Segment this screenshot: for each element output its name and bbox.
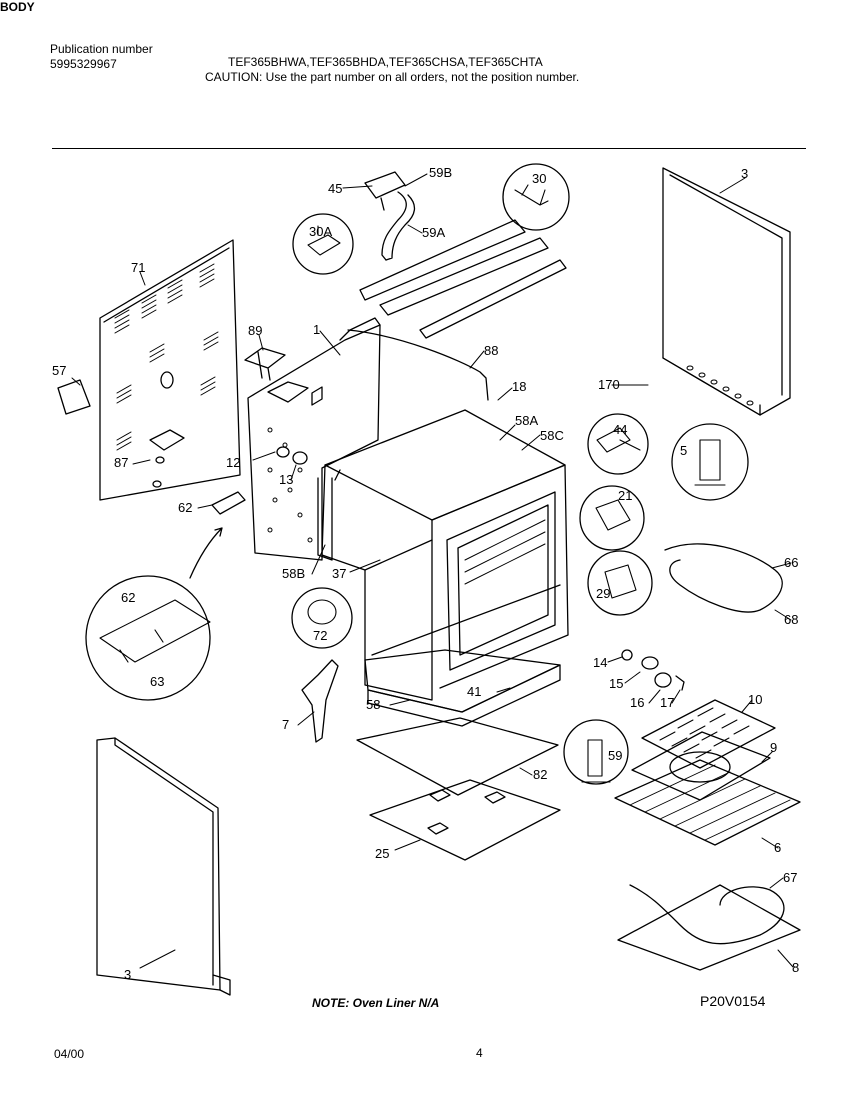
callout-170: 170 bbox=[598, 377, 620, 392]
callout-21: 21 bbox=[618, 488, 632, 503]
callout-13: 13 bbox=[279, 472, 293, 487]
vent-tube-59 bbox=[364, 171, 416, 261]
callout-87: 87 bbox=[114, 455, 128, 470]
bake-element-67 bbox=[629, 884, 785, 945]
detail-circle-21 bbox=[579, 485, 645, 551]
detail-circle-59 bbox=[563, 719, 629, 785]
page-number: 4 bbox=[476, 1046, 483, 1060]
callout-1: 1 bbox=[313, 322, 320, 337]
detail-circle-44 bbox=[587, 413, 649, 475]
oven-cabinet bbox=[317, 409, 569, 701]
callout-6: 6 bbox=[774, 840, 781, 855]
callout-89: 89 bbox=[248, 323, 262, 338]
small-parts bbox=[621, 649, 685, 691]
callout-18: 18 bbox=[512, 379, 526, 394]
broil-pan-9 bbox=[631, 731, 771, 801]
publication-label: Publication number bbox=[50, 42, 153, 56]
callout-37: 37 bbox=[332, 566, 346, 581]
top-rails bbox=[359, 219, 567, 339]
callout-58a: 58A bbox=[515, 413, 538, 428]
callout-8: 8 bbox=[792, 960, 799, 975]
terminal-block-62 bbox=[211, 491, 246, 515]
callout-62-small: 62 bbox=[178, 500, 192, 515]
broil-element-66 bbox=[664, 543, 783, 613]
callout-25: 25 bbox=[375, 846, 389, 861]
caution-text: CAUTION: Use the part number on all orde… bbox=[205, 70, 580, 84]
callout-57: 57 bbox=[52, 363, 66, 378]
callout-63: 63 bbox=[150, 674, 164, 689]
callout-58c: 58C bbox=[540, 428, 564, 443]
kick-panel-25 bbox=[369, 779, 561, 861]
callout-58: 58 bbox=[366, 697, 380, 712]
callout-17: 17 bbox=[660, 695, 674, 710]
publication-number: 5995329967 bbox=[50, 57, 117, 71]
side-panel-3-left bbox=[96, 737, 231, 996]
callout-3-top: 3 bbox=[741, 166, 748, 181]
callout-71: 71 bbox=[131, 260, 145, 275]
callout-58b: 58B bbox=[282, 566, 305, 581]
detail-circle-72 bbox=[291, 587, 353, 649]
bracket-57 bbox=[57, 379, 91, 415]
callout-9: 9 bbox=[770, 740, 777, 755]
model-numbers: TEF365BHWA,TEF365BHDA,TEF365CHSA,TEF365C… bbox=[228, 55, 543, 69]
callout-14: 14 bbox=[593, 655, 607, 670]
drawing-id: P20V0154 bbox=[700, 993, 766, 1009]
callout-62-detail: 62 bbox=[121, 590, 135, 605]
bracket-89 bbox=[244, 347, 286, 381]
detail-circle-30a bbox=[292, 213, 354, 275]
wire-88 bbox=[347, 329, 489, 401]
panel-82 bbox=[356, 717, 559, 796]
callout-66: 66 bbox=[784, 555, 798, 570]
callout-67: 67 bbox=[783, 870, 797, 885]
footer-note: NOTE: Oven Liner N/A bbox=[312, 996, 440, 1010]
callout-45: 45 bbox=[328, 181, 342, 196]
hinge-7 bbox=[301, 659, 339, 743]
callout-labels: 45 59B 30 30A 59A 3 71 89 1 88 57 170 18… bbox=[52, 165, 799, 982]
detail-circle-5 bbox=[671, 423, 749, 501]
callout-59b: 59B bbox=[429, 165, 452, 180]
front-frame-1 bbox=[247, 317, 381, 561]
detail-circle-29 bbox=[587, 550, 653, 616]
side-panel-3-right bbox=[662, 167, 791, 416]
callout-44: 44 bbox=[613, 422, 627, 437]
callout-30a: 30A bbox=[309, 224, 332, 239]
callout-59: 59 bbox=[608, 748, 622, 763]
callout-5: 5 bbox=[680, 443, 687, 458]
callout-29: 29 bbox=[596, 586, 610, 601]
bottom-panel-58 bbox=[364, 649, 561, 727]
callout-72: 72 bbox=[313, 628, 327, 643]
detail-circle-62 bbox=[85, 575, 211, 701]
callout-7: 7 bbox=[282, 717, 289, 732]
header-rule bbox=[52, 148, 806, 149]
rear-panel-71 bbox=[99, 239, 241, 501]
oven-rack-6 bbox=[614, 759, 801, 846]
callout-68: 68 bbox=[784, 612, 798, 627]
detail-circle-30 bbox=[502, 163, 570, 231]
callout-30: 30 bbox=[532, 171, 546, 186]
callout-12: 12 bbox=[226, 455, 240, 470]
callout-3-bottom: 3 bbox=[124, 967, 131, 982]
section-title: BODY bbox=[0, 0, 35, 14]
footer-date: 04/00 bbox=[54, 1047, 85, 1061]
bake-pan-8 bbox=[617, 884, 801, 971]
callout-10: 10 bbox=[748, 692, 762, 707]
detail-circles bbox=[85, 163, 749, 785]
callout-15: 15 bbox=[609, 676, 623, 691]
switch-12-13 bbox=[276, 446, 308, 465]
callout-41: 41 bbox=[467, 684, 481, 699]
callout-16: 16 bbox=[630, 695, 644, 710]
broil-insert-10 bbox=[641, 699, 776, 769]
callout-59a: 59A bbox=[422, 225, 445, 240]
callout-82: 82 bbox=[533, 767, 547, 782]
leader-lines bbox=[71, 173, 794, 969]
callout-88: 88 bbox=[484, 343, 498, 358]
